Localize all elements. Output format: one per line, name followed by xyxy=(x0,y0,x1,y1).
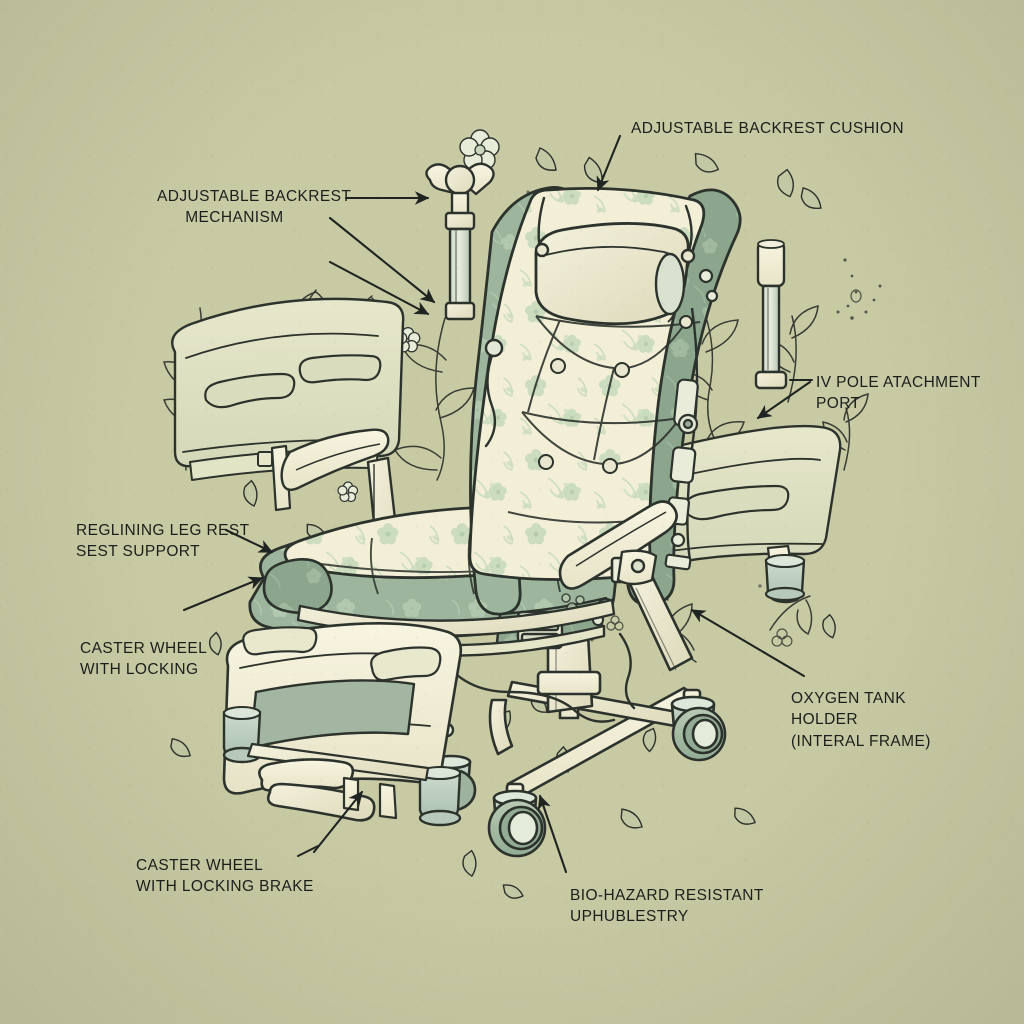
label-caster-wheel-with-locking: CASTER WHEEL WITH LOCKING xyxy=(80,640,208,679)
label-adjustable-backrest-mechanism: ADJUSTABLE BACKREST MECHANISM xyxy=(157,188,352,227)
caster-right xyxy=(670,688,727,762)
label-oxygen-tank-holder: OXYGEN TANK HOLDER (INTERAL FRAME) xyxy=(791,690,931,750)
leader-iv-port xyxy=(756,380,812,420)
leader-leg-rest xyxy=(224,528,274,554)
seat-column xyxy=(536,632,602,714)
leader-caster-locking xyxy=(182,576,264,612)
dotted-flourish xyxy=(836,258,882,320)
backrest xyxy=(468,186,742,616)
iv-pole-segment xyxy=(754,239,788,390)
leader-lines xyxy=(182,134,813,874)
leader-caster-brake-stub xyxy=(297,845,319,857)
leader-backrest-cushion xyxy=(596,134,622,192)
leader-oxygen-holder xyxy=(690,608,806,678)
leader-mechanism-3 xyxy=(328,260,430,316)
detached-side-rail-right xyxy=(656,424,842,604)
label-caster-wheel-with-locking-brake: CASTER WHEEL WITH LOCKING BRAKE xyxy=(136,857,314,896)
leader-mechanism-2 xyxy=(328,216,436,304)
label-bio-hazard-resistant-upholstery: BIO-HAZARD RESISTANT UPHUBLESTRY xyxy=(570,887,764,926)
label-reclining-leg-rest-support: REGLINING LEG REST SEST SUPPORT xyxy=(76,522,250,561)
leader-biohazard xyxy=(537,794,568,874)
backrest-control-strip xyxy=(664,268,719,571)
backrest-hinge xyxy=(616,549,658,586)
caster-front-left xyxy=(487,782,547,858)
label-adjustable-backrest-cushion: ADJUSTABLE BACKREST CUSHION xyxy=(631,120,904,137)
adjustable-backrest-crank xyxy=(425,162,495,321)
label-iv-pole-attachment-port: IV POLE ATACHMENT PORT xyxy=(816,374,981,413)
leader-caster-brake xyxy=(312,790,364,854)
